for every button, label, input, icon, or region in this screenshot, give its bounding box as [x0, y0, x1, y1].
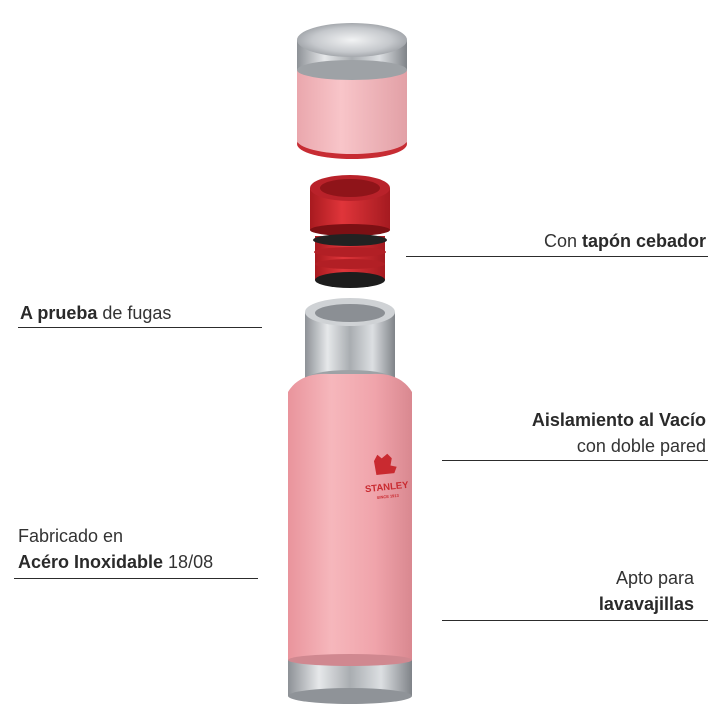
callout-stopper: Con tapón cebador: [430, 228, 706, 254]
callout-leakproof-bold: A prueba: [20, 303, 98, 323]
callout-dishwasher-rule: [442, 620, 708, 621]
callout-stopper-rule: [406, 256, 708, 257]
callout-steel-suffix: 18/08: [163, 552, 214, 572]
callout-steel-line1: Fabricado en: [18, 526, 124, 546]
callout-leakproof: A prueba de fugas: [20, 300, 270, 326]
callout-dishwasher-bold: lavavajillas: [598, 594, 694, 614]
callout-dishwasher-line1: Apto para: [615, 568, 694, 588]
cup-lid: [297, 23, 407, 159]
callout-dishwasher: Apto para lavavajillas: [470, 565, 694, 617]
callout-vacuum-rule: [442, 460, 708, 461]
callout-steel-rule: [14, 578, 258, 579]
callout-vacuum: Aislamiento al Vacío con doble pared: [440, 407, 706, 459]
callout-steel: Fabricado en Acéro Inoxidable 18/08: [18, 523, 278, 575]
callout-vacuum-line1: Aislamiento al Vacío: [531, 410, 706, 430]
callout-stopper-bold: tapón cebador: [581, 231, 706, 251]
bottle-body: [288, 373, 412, 704]
callout-steel-bold: Acéro Inoxidable: [18, 552, 164, 572]
callout-leakproof-suffix: de fugas: [97, 303, 172, 323]
callout-stopper-prefix: Con: [543, 231, 582, 251]
callout-leakproof-rule: [18, 327, 262, 328]
svg-text:STANLEY: STANLEY: [365, 480, 410, 496]
brand-logo: STANLEY SINCE 1913: [365, 453, 410, 500]
svg-text:SINCE 1913: SINCE 1913: [376, 493, 399, 500]
callout-vacuum-line2: con doble pared: [576, 436, 706, 456]
stopper: [310, 175, 390, 288]
